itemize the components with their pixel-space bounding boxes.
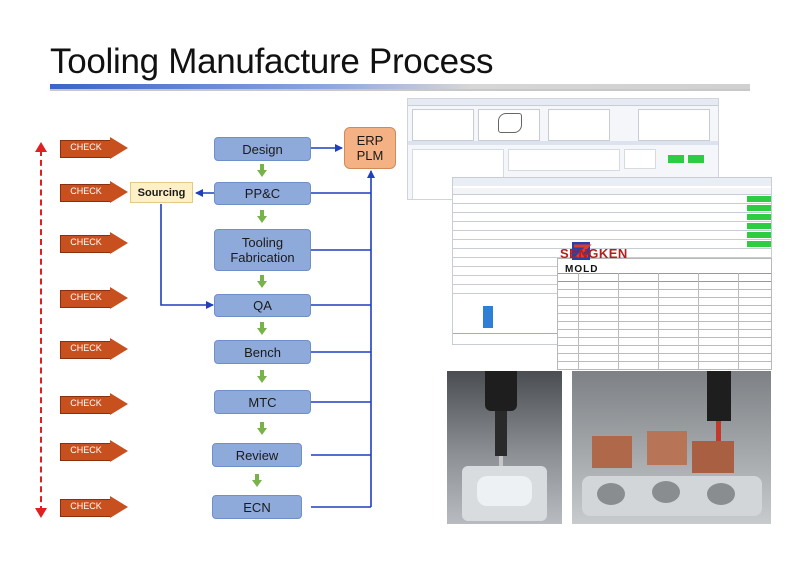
arrow-down-icon [257,164,267,177]
qa-box: QA [214,294,311,317]
page-title: Tooling Manufacture Process [50,42,494,81]
arrow-down-icon [257,422,267,435]
bench-box: Bench [214,340,311,364]
check-arrow-5: CHECK [60,338,128,360]
check-label: CHECK [70,445,102,455]
mtc-box: MTC [214,390,311,414]
inspection-report-screenshot [557,258,772,370]
title-underline [50,84,750,89]
check-label: CHECK [70,292,102,302]
check-arrow-4: CHECK [60,287,128,309]
design-box: Design [214,137,311,161]
arrow-up-icon [35,142,47,152]
ppc-box: PP&C [214,182,311,205]
ecn-box: ECN [212,495,302,519]
tooling-fabrication-box: Tooling Fabrication [214,229,311,271]
check-arrow-2: CHECK [60,181,128,203]
review-box: Review [212,443,302,467]
arrow-down-icon [252,474,262,487]
erp-plm-box: ERP PLM [344,127,396,169]
check-arrow-7: CHECK [60,440,128,462]
brand-logo-subtext: MOLD [565,264,599,275]
tooling-label: Tooling [241,235,284,250]
sengken-logo-icon [572,242,592,260]
check-arrow-6: CHECK [60,393,128,415]
sourcing-box: Sourcing [130,182,193,203]
arrow-down-icon [257,322,267,335]
check-arrow-8: CHECK [60,496,128,518]
arrow-down-icon [257,370,267,383]
fixture-measurement-photo [572,371,771,524]
arrow-down-icon [257,210,267,223]
erp-label: ERP [356,133,384,148]
brand-logo-text: SENGKEN [560,246,628,261]
check-label: CHECK [70,186,102,196]
arrow-down-icon [35,508,47,518]
fabrication-label: Fabrication [230,250,295,265]
check-label: CHECK [70,237,102,247]
check-label: CHECK [70,398,102,408]
red-dashed-line [40,150,42,512]
check-arrow-3: CHECK [60,232,128,254]
check-arrow-1: CHECK [60,137,128,159]
check-label: CHECK [70,343,102,353]
arrow-down-icon [257,275,267,288]
title-underline-shadow [50,89,750,91]
check-label: CHECK [70,501,102,511]
cmm-probe-photo [447,371,562,524]
check-label: CHECK [70,142,102,152]
plm-label: PLM [356,148,384,163]
